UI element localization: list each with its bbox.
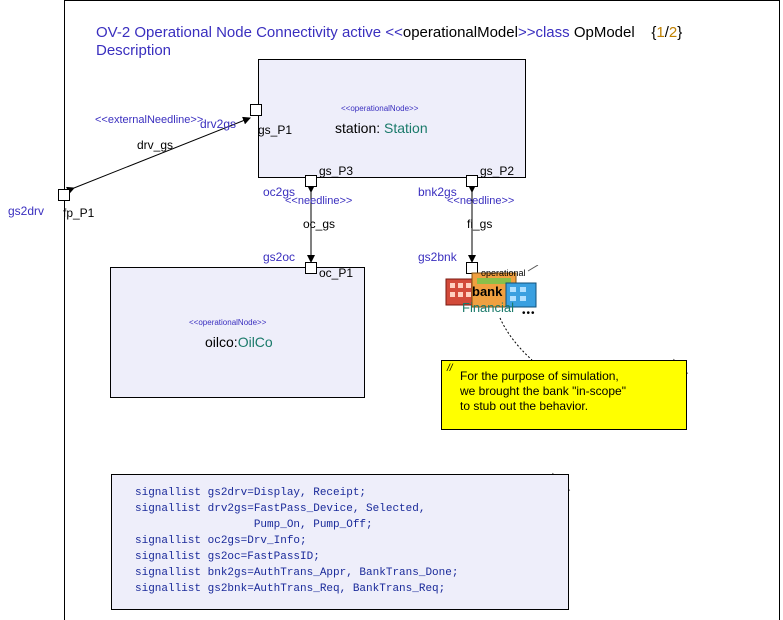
port-fp-p1-label: fp_P1 — [63, 206, 95, 220]
signal-gs2drv: gs2drv — [8, 204, 45, 218]
oilco-stereotype: <<operationalNode>> — [189, 318, 267, 327]
port-gs-p3[interactable] — [305, 175, 317, 187]
signal-gs2oc: gs2oc — [263, 250, 296, 264]
station-node[interactable]: <<operationalNode>> station: Station — [258, 59, 526, 178]
port-gs-p2-label: gs_P2 — [480, 164, 515, 178]
signal-gs2bnk: gs2bnk — [418, 250, 457, 264]
note-comment-mark: // — [447, 363, 453, 374]
bank-label: bank — [472, 284, 503, 299]
bank-stereotype: operational — [481, 268, 526, 278]
port-gs-p1[interactable] — [250, 104, 262, 116]
port-fp-p1[interactable] — [58, 189, 70, 201]
note-text: For the purpose of simulation, we brough… — [460, 369, 626, 413]
oc-needline-stereotype: <<needline>> — [285, 195, 353, 207]
station-stereotype: <<operationalNode>> — [341, 104, 419, 113]
drv-gs-link[interactable] — [66, 116, 251, 195]
port-gs-p2[interactable] — [466, 175, 478, 187]
signallist-code-block[interactable]: signallist gs2drv=Display, Receipt;signa… — [111, 474, 569, 610]
simulation-note[interactable]: // For the purpose of simulation, we bro… — [441, 360, 687, 430]
diagram-frame — [64, 0, 780, 620]
external-needline-stereotype: <<externalNeedline>> — [95, 114, 204, 126]
signal-bnk2gs: bnk2gs — [418, 185, 457, 199]
bank-type-label: Financial — [462, 300, 515, 312]
signallist-lines: signallist gs2drv=Display, Receipt;signa… — [135, 487, 459, 595]
oc-gs-label: oc_gs — [303, 217, 336, 231]
port-gs-p1-label: gs_P1 — [258, 123, 293, 137]
signal-drv2gs: drv2gs — [200, 117, 237, 131]
port-gs-p3-label: gs_P3 — [319, 164, 354, 178]
signal-oc2gs: oc2gs — [263, 185, 296, 199]
oilco-label: oilco:OilCo — [205, 334, 273, 350]
port-oc-p1-label: oc_P1 — [319, 266, 354, 280]
drv-gs-label: drv_gs — [137, 138, 174, 152]
diagram-description-label: Description — [96, 42, 172, 59]
fi-gs-label: fi_gs — [467, 217, 493, 231]
note-anchor-line — [499, 317, 533, 361]
diagram-title: OV-2 Operational Node Connectivity activ… — [96, 24, 683, 41]
station-label: station: Station — [335, 120, 428, 136]
port-oc-p1[interactable] — [305, 262, 317, 274]
oilco-node[interactable]: <<operationalNode>> oilco:OilCo — [110, 267, 365, 398]
bank-ellipsis: ••• — [522, 308, 536, 319]
bank-building-icon[interactable] — [444, 265, 542, 315]
fi-needline-stereotype: <<needline>> — [447, 195, 515, 207]
